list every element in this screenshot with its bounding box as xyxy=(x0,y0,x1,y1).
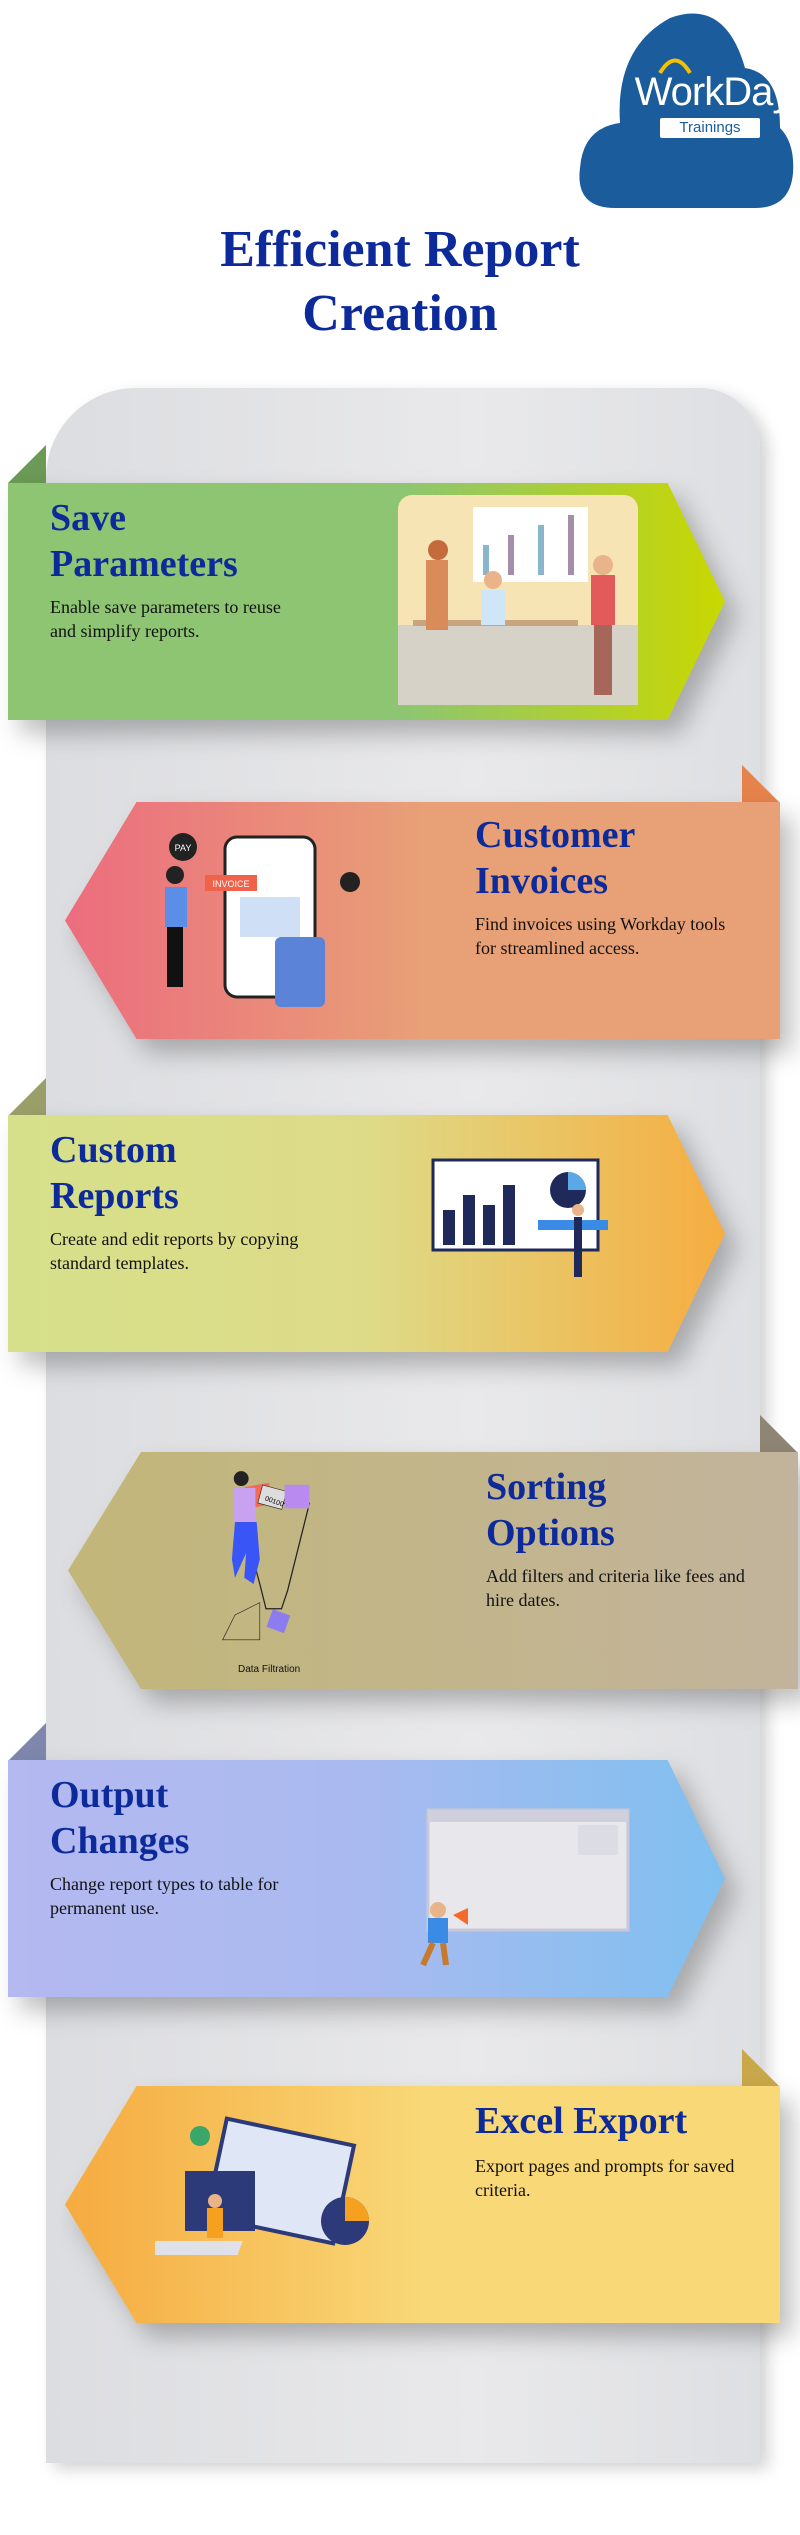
section-desc: Add filters and criteria like fees and h… xyxy=(486,1566,745,1610)
section-title-2: Changes xyxy=(50,1820,190,1862)
fold-corner xyxy=(8,1723,46,1761)
section-desc: Export pages and prompts for saved crite… xyxy=(475,2156,735,2200)
logo-subtitle: Trainings xyxy=(660,118,760,138)
presentation-illustration xyxy=(420,1808,630,1967)
section-desc: Find invoices using Workday tools for st… xyxy=(475,914,726,958)
fold-corner xyxy=(8,1078,46,1116)
section-title-2: Parameters xyxy=(50,543,238,585)
section-desc: Change report types to table for permane… xyxy=(50,1874,279,1918)
pay-label: PAY xyxy=(175,843,192,853)
section-excel-export: Excel Export Export pages and prompts fo… xyxy=(65,2086,780,2323)
section-desc: Create and edit reports by copying stand… xyxy=(50,1229,299,1273)
fold-corner xyxy=(760,1415,798,1453)
section-title: Custom xyxy=(50,1129,177,1171)
section-title: Save xyxy=(50,497,126,539)
section-title-2: Reports xyxy=(50,1175,179,1217)
fold-corner xyxy=(8,445,46,483)
page-title: Efficient Report Creation xyxy=(220,221,580,342)
invoice-illustration: PAY INVOICE xyxy=(165,833,360,1007)
data-filtration-illustration: 00100 Data Filtration xyxy=(222,1471,311,1675)
workday-trainings-logo xyxy=(579,13,794,208)
section-title: Output xyxy=(50,1774,169,1816)
section-title: Sorting xyxy=(486,1466,607,1508)
section-title: Customer xyxy=(475,814,636,856)
report-chart-illustration xyxy=(431,1158,608,1277)
section-desc: Enable save parameters to reuse and simp… xyxy=(50,597,281,641)
invoice-label: INVOICE xyxy=(212,879,249,889)
fold-corner xyxy=(742,765,780,803)
meeting-illustration xyxy=(398,495,638,705)
excel-dashboard-illustration xyxy=(155,2116,369,2255)
section-title-2: Invoices xyxy=(475,860,608,902)
section-title-2: Options xyxy=(486,1512,615,1554)
section-title: Excel Export xyxy=(475,2100,688,2142)
data-filtration-label: Data Filtration xyxy=(238,1664,300,1675)
logo-name: WorkDay xyxy=(634,70,793,114)
